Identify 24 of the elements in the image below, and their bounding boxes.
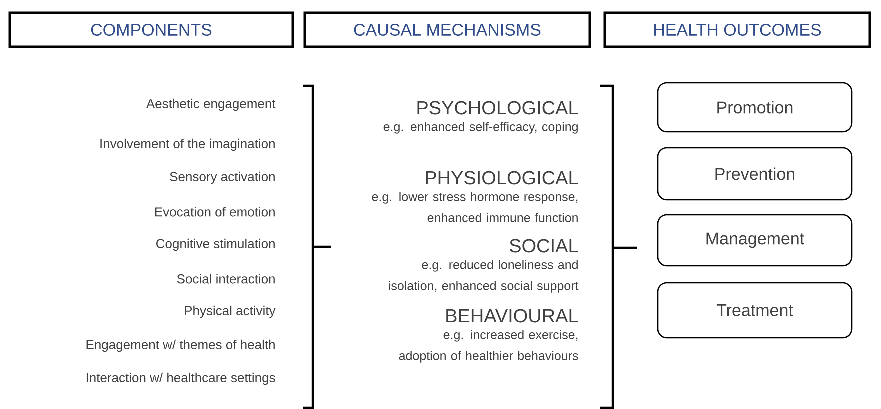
mechanism-example: e.g. lower stress hormone response, enhanced immune function: [372, 192, 578, 222]
header-box: HEALTH OUTCOMES: [604, 12, 872, 48]
component-label: Cognitive stimulation: [156, 238, 275, 252]
component-label: Involvement of the imagination: [100, 138, 275, 152]
mechanism-example: e.g. increased exercise, adoption of healthier behaviours: [399, 330, 578, 363]
mechanism-example: e.g. reduced loneliness and isolation, enhanced social support: [389, 260, 579, 293]
header-box: CAUSAL MECHANISMS: [304, 12, 592, 48]
header-box: COMPONENTS: [8, 12, 294, 48]
component-label: Evocation of emotion: [155, 207, 275, 217]
mechanism-heading: SOCIAL: [510, 239, 578, 253]
component-label: Aesthetic engagement: [146, 98, 276, 112]
outcome-box: Prevention: [657, 147, 853, 201]
component-label: Interaction w/ healthcare settings: [86, 372, 276, 386]
component-label: Engagement w/ themes of health: [86, 340, 275, 352]
outcome-box: Management: [657, 214, 853, 267]
outcome-box: Promotion: [657, 82, 853, 133]
outcome-box: Treatment: [657, 282, 853, 339]
mechanism-example: e.g. enhanced self-efficacy, coping: [384, 122, 578, 134]
component-label: Social interaction: [177, 274, 275, 284]
mechanism-heading: PSYCHOLOGICAL: [418, 101, 578, 115]
component-label: Sensory activation: [170, 172, 275, 184]
component-label: Physical activity: [185, 306, 276, 318]
mechanism-heading: PHYSIOLOGICAL: [426, 171, 578, 185]
mechanism-heading: BEHAVIOURAL: [446, 309, 578, 323]
